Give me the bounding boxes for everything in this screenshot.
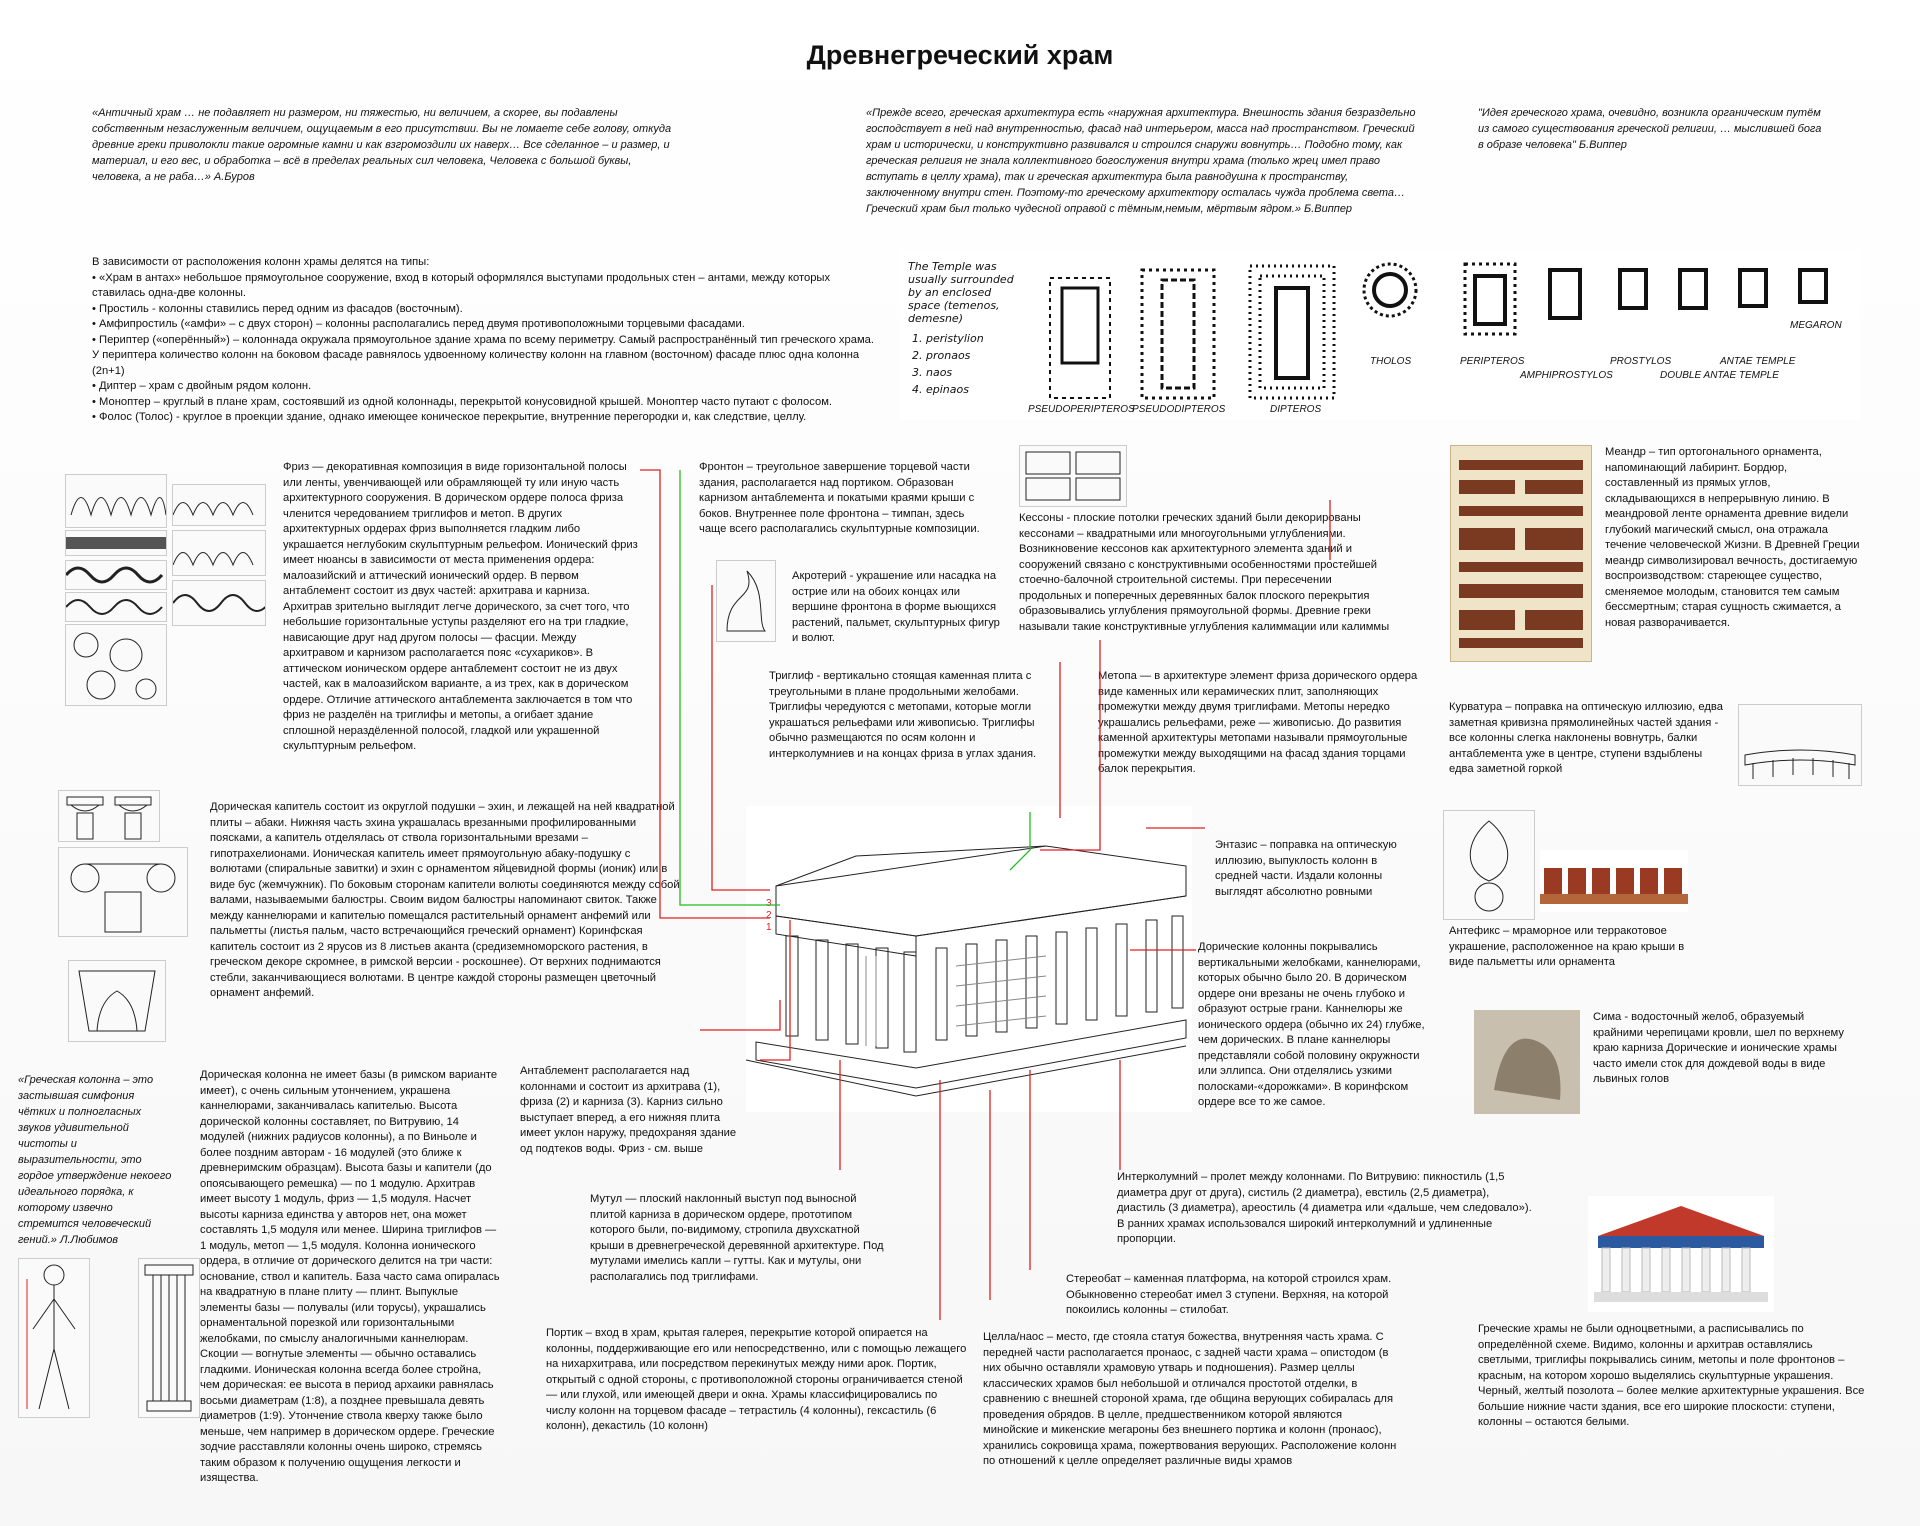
mutule-description: Мутул — плоский наклонный выступ под вын… <box>590 1193 884 1283</box>
flutes-description: Дорические колонны покрывались вертикаль… <box>1198 941 1425 1108</box>
coffers-image <box>1019 445 1127 507</box>
temple-types-intro: В зависимости от расположения колонн хра… <box>92 256 430 268</box>
frieze-wave-image <box>65 560 167 590</box>
antefix-row-image <box>1540 850 1688 912</box>
temple-colors-description: Греческие храмы не были одноцветными, а … <box>1478 1323 1865 1428</box>
meander-image <box>1450 445 1592 662</box>
temple-type-item: • Фолос (Толос) - круглое в проекции зда… <box>92 411 807 423</box>
plan-pseudoperipteros <box>1049 277 1111 399</box>
plan-peripteros <box>1463 262 1517 336</box>
entablature-description: Антаблемент располагается над колоннами … <box>520 1065 737 1155</box>
stereobate-description: Стереобат – каменная платформа, на котор… <box>1066 1273 1392 1316</box>
intercolumniation-description: Интерколумний – пролет между колоннами. … <box>1117 1171 1532 1245</box>
corinthian-capital-image <box>68 960 166 1042</box>
quote-lyubimov: «Греческая колонна – это застывшая симфо… <box>18 1074 172 1246</box>
frieze-description: Фриз — декоративная композиция в виде го… <box>283 461 638 752</box>
plan-label: PSEUDOPERIPTEROS <box>1028 404 1135 415</box>
curvature-description: Курватура – поправка на оптическую иллюз… <box>1449 701 1723 775</box>
frieze-spiral-image <box>65 592 167 622</box>
quote-burov: «Античный храм … не подавляет ни размеро… <box>92 107 672 183</box>
temple-illustration: 3 2 1 <box>745 806 1192 1112</box>
temple-plans-figure: The Temple was usually surrounded by an … <box>900 250 1860 420</box>
ionic-capital-image <box>58 847 188 937</box>
plan-label: PROSTYLOS <box>1610 356 1671 367</box>
plan-label: AMPHIPROSTYLOS <box>1519 370 1613 381</box>
frieze-scroll-image <box>172 580 266 626</box>
plan-label: DIPTEROS <box>1270 404 1321 415</box>
plan-tholos <box>1362 262 1418 318</box>
ionic-column-image <box>138 1258 200 1418</box>
plan-double-antae <box>1678 268 1708 310</box>
temple-type-item: • Моноптер – круглый в плане храм, состо… <box>92 395 833 408</box>
sima-lion-head-image <box>1474 1010 1580 1114</box>
plan-label: ANTAE TEMPLE <box>1719 356 1796 367</box>
pediment-description: Фронтон – треугольное завершение торцево… <box>699 461 980 535</box>
frieze-relief-image <box>65 624 167 706</box>
temple-type-item: • «Храм в антах» небольшое прямоугольное… <box>92 271 831 300</box>
human-figure-image <box>18 1258 90 1418</box>
plan-pseudodipteros <box>1140 268 1216 400</box>
antefix-description: Антефикс – мраморное или терракотовое ук… <box>1449 925 1685 968</box>
page-title: Древнегреческий храм <box>806 40 1114 70</box>
plan-label: THOLOS <box>1370 356 1411 367</box>
plan-dipteros <box>1248 264 1336 400</box>
akroterion-description: Акротерий - украшение или насадка на ост… <box>792 570 1000 644</box>
entasis-description: Энтазис – поправка на оптическую иллюзию… <box>1215 839 1397 898</box>
temple-types-section: В зависимости от расположения колонн хра… <box>92 255 877 426</box>
capitals-description: Дорическая капитель состоит из округлой … <box>210 801 680 999</box>
curvature-image <box>1738 704 1862 786</box>
callout-number: 2 <box>766 910 772 921</box>
callout-number: 1 <box>766 922 772 933</box>
frieze-palmette-image <box>65 474 167 528</box>
plans-svg: PSEUDOPERIPTEROS PSEUDODIPTEROS DIPTEROS… <box>1028 262 1842 415</box>
plan-label: PERIPTEROS <box>1460 356 1525 367</box>
plans-note: The Temple was usually surrounded by an … <box>908 260 1014 325</box>
doric-capital-image <box>58 790 160 842</box>
plan-amphiprostylos <box>1548 268 1582 320</box>
temple-type-item: • Периптер («оперённый») – колоннада окр… <box>92 333 874 377</box>
temple-type-item: • Диптер – храм с двойным рядом колонн. <box>92 380 312 392</box>
plan-antae <box>1738 268 1768 308</box>
akroterion-image <box>716 560 776 642</box>
temple-drawing: 3 2 1 <box>745 845 1187 1097</box>
frieze-lotus-image <box>172 484 266 526</box>
frieze-anthemion-image <box>172 530 266 576</box>
plan-megaron <box>1798 268 1828 304</box>
plan-label: MEGARON <box>1790 320 1842 331</box>
portico-description: Портик – вход в храм, крытая галерея, пе… <box>546 1327 967 1432</box>
plan-label: DOUBLE ANTAE TEMPLE <box>1660 370 1779 381</box>
triglyph-description: Триглиф - вертикально стоящая каменная п… <box>769 670 1037 760</box>
frieze-band-image <box>65 530 167 556</box>
callout-number: 3 <box>766 898 772 909</box>
sima-description: Сима - водосточный желоб, образуемый кра… <box>1593 1011 1844 1085</box>
plan-prostylos <box>1618 268 1648 310</box>
temple-type-item: • Амфипростиль («амфи» – с двух сторон) … <box>92 318 745 330</box>
metope-description: Метопа — в архитектуре элемент фриза дор… <box>1098 670 1418 775</box>
antefix-palmette-image <box>1443 810 1535 920</box>
painted-temple-image <box>1588 1196 1774 1312</box>
quote-vipper-1: «Прежде всего, греческая архитектура ест… <box>866 107 1416 215</box>
temple-type-item: • Простиль - колонны ставились перед одн… <box>92 302 463 315</box>
meander-description: Меандр – тип ортогонального орнамента, н… <box>1605 446 1860 629</box>
plan-label: PSEUDODIPTEROS <box>1132 404 1226 415</box>
columns-description: Дорическая колонна не имеет базы (в римс… <box>200 1069 500 1484</box>
quote-vipper-2: "Идея греческого храма, очевидно, возник… <box>1478 107 1822 151</box>
cella-description: Целла/наос – место, где стояла статуя бо… <box>983 1331 1397 1467</box>
coffers-description: Кессоны - плоские потолки греческих здан… <box>1019 512 1390 633</box>
